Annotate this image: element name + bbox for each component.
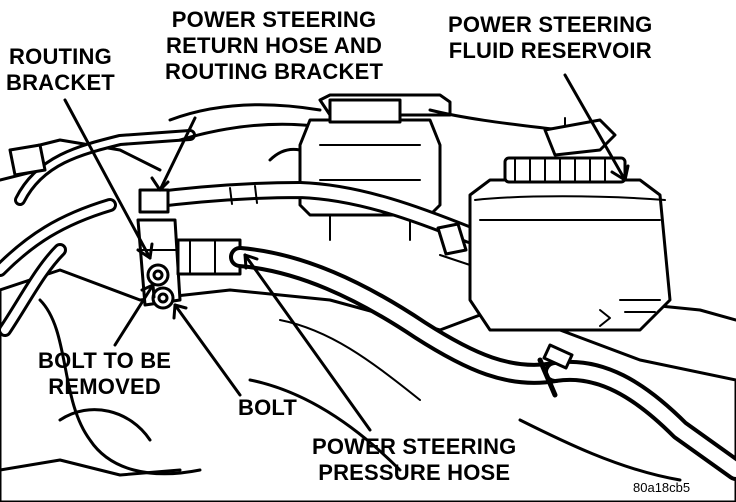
label-line: RETURN HOSE AND	[166, 33, 383, 58]
label-fluid-reservoir: POWER STEERING FLUID RESERVOIR	[448, 12, 653, 64]
figure-id: 80a18cb5	[633, 480, 691, 495]
label-bolt-to-be-removed: BOLT TO BE REMOVED	[38, 348, 171, 400]
pressure-hose	[176, 238, 736, 481]
label-line: POWER STEERING	[312, 434, 517, 459]
label-line: BOLT	[238, 395, 298, 420]
label-routing-bracket: ROUTING BRACKET	[6, 44, 115, 96]
label-line: ROUTING	[9, 44, 112, 69]
coolant-hoses	[0, 129, 196, 337]
leader-lines	[63, 73, 630, 432]
return-hose	[138, 181, 479, 266]
label-line: ROUTING BRACKET	[165, 59, 384, 84]
label-line: BOLT TO BE	[38, 348, 172, 373]
label-line: PRESSURE HOSE	[318, 460, 511, 485]
label-return-hose: POWER STEERING RETURN HOSE AND ROUTING B…	[165, 7, 383, 85]
fluid-reservoir	[468, 117, 672, 332]
label-line: POWER STEERING	[448, 12, 653, 37]
label-line: FLUID RESERVOIR	[448, 38, 652, 63]
label-line: POWER STEERING	[171, 7, 377, 32]
label-line: BRACKET	[6, 70, 115, 95]
label-bolt: BOLT	[238, 395, 297, 421]
routing-bracket	[136, 218, 182, 310]
label-pressure-hose: POWER STEERING PRESSURE HOSE	[312, 434, 517, 486]
label-line: REMOVED	[48, 374, 161, 399]
